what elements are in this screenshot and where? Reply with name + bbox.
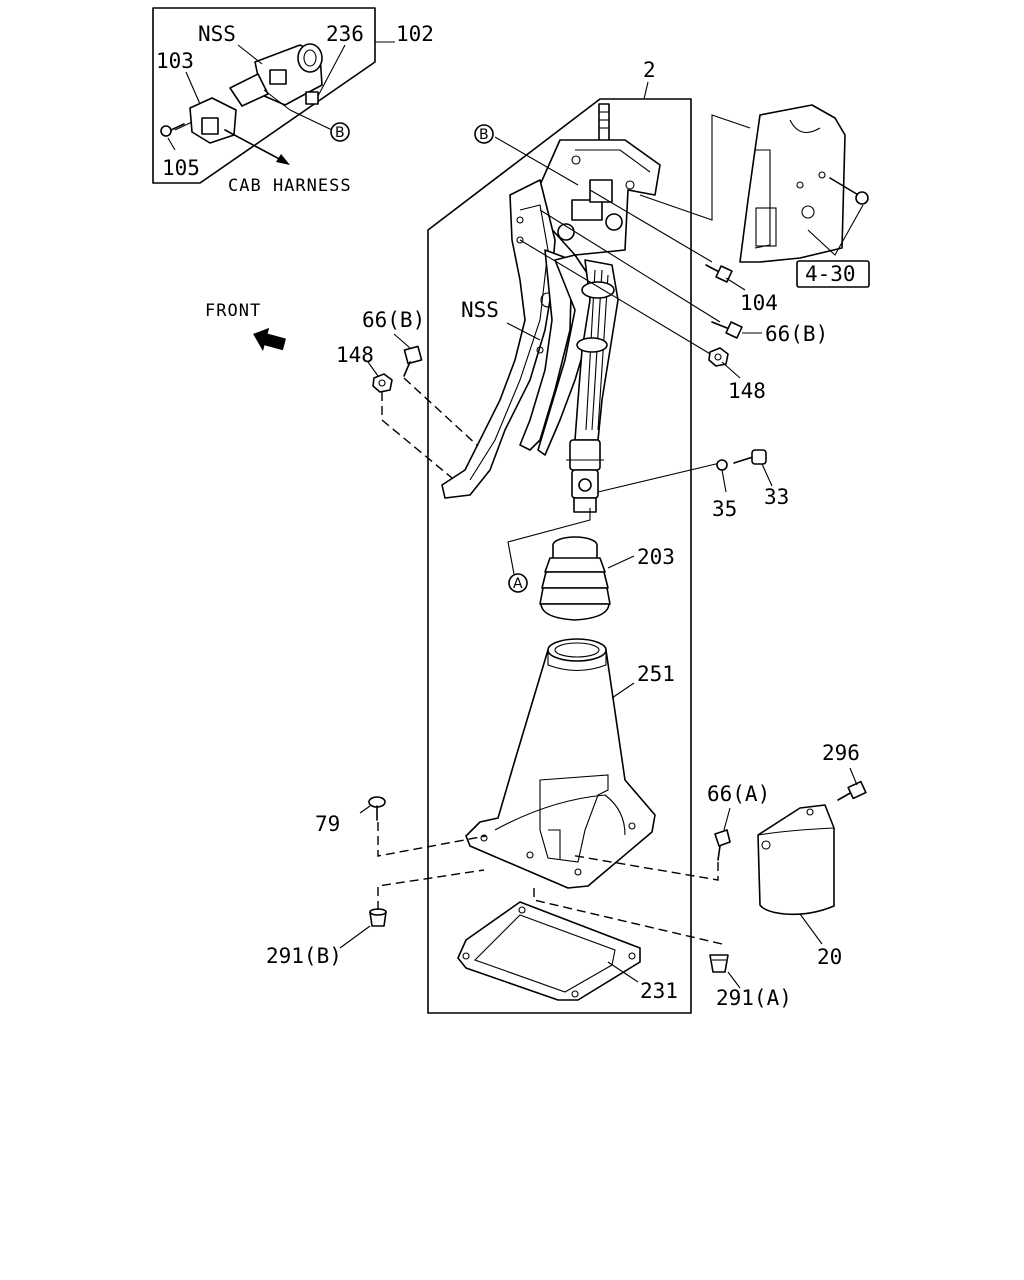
label-nss-mid: NSS bbox=[461, 298, 499, 322]
clip-291a-drawing bbox=[709, 954, 741, 989]
label-104: 104 bbox=[740, 291, 778, 315]
label-231: 231 bbox=[640, 979, 678, 1003]
inset-ignition-switch: B NSS 236 102 103 105 CAB HARNESS bbox=[152, 7, 434, 196]
label-148-left: 148 bbox=[336, 343, 374, 367]
front-arrow-icon bbox=[253, 327, 286, 352]
label-front: FRONT bbox=[205, 301, 261, 321]
bolt-296-drawing bbox=[837, 767, 867, 801]
washer-35-drawing bbox=[716, 459, 728, 493]
label-66a: 66(A) bbox=[707, 782, 770, 806]
label-105: 105 bbox=[162, 156, 200, 180]
label-236: 236 bbox=[326, 22, 364, 46]
screw-66a-drawing bbox=[714, 807, 731, 861]
main-assembly-frame: 2 bbox=[427, 58, 692, 1014]
label-cab-harness: CAB HARNESS bbox=[228, 176, 352, 196]
label-291b: 291(B) bbox=[266, 944, 342, 968]
screw-79-drawing bbox=[359, 796, 386, 821]
label-66b-left: 66(B) bbox=[362, 308, 425, 332]
nut-148-right-drawing bbox=[708, 347, 741, 379]
bolt-104-drawing bbox=[705, 264, 746, 291]
label-103: 103 bbox=[156, 49, 194, 73]
label-20: 20 bbox=[817, 945, 842, 969]
label-35: 35 bbox=[712, 497, 737, 521]
bracket-leader-lines bbox=[494, 114, 751, 493]
marker-b-inset: B bbox=[335, 125, 345, 141]
marker-a-main: A bbox=[513, 576, 523, 592]
label-79: 79 bbox=[315, 812, 340, 836]
bolt-66b-left-drawing bbox=[393, 333, 423, 377]
outer-boot-251-drawing bbox=[465, 638, 656, 889]
inner-boot-203-drawing bbox=[539, 536, 635, 621]
bolt-33-drawing bbox=[733, 449, 773, 487]
front-indicator: FRONT bbox=[205, 301, 286, 352]
clip-291b-drawing bbox=[369, 908, 387, 927]
nut-148-left-drawing bbox=[367, 361, 393, 393]
label-251: 251 bbox=[637, 662, 675, 686]
bolt-105-drawing bbox=[160, 123, 185, 137]
cover-20-drawing bbox=[757, 804, 835, 945]
label-nss-top: NSS bbox=[198, 22, 236, 46]
bolt-66b-right-drawing bbox=[711, 321, 762, 339]
label-66b-right: 66(B) bbox=[765, 322, 828, 346]
label-4-30: 4-30 bbox=[805, 262, 856, 286]
label-296: 296 bbox=[822, 741, 860, 765]
label-148-right: 148 bbox=[728, 379, 766, 403]
label-203: 203 bbox=[637, 545, 675, 569]
key-cylinder-drawing bbox=[229, 43, 323, 111]
marker-b-main: B bbox=[479, 127, 489, 143]
label-291a: 291(A) bbox=[716, 986, 792, 1010]
shift-lever-bracket-drawing bbox=[441, 103, 661, 513]
switch-103-drawing bbox=[174, 97, 237, 144]
side-cover-drawing: 4-30 bbox=[739, 104, 870, 288]
label-33: 33 bbox=[764, 485, 789, 509]
label-2: 2 bbox=[643, 58, 656, 82]
label-102: 102 bbox=[396, 22, 434, 46]
gasket-231-drawing bbox=[457, 901, 641, 1001]
